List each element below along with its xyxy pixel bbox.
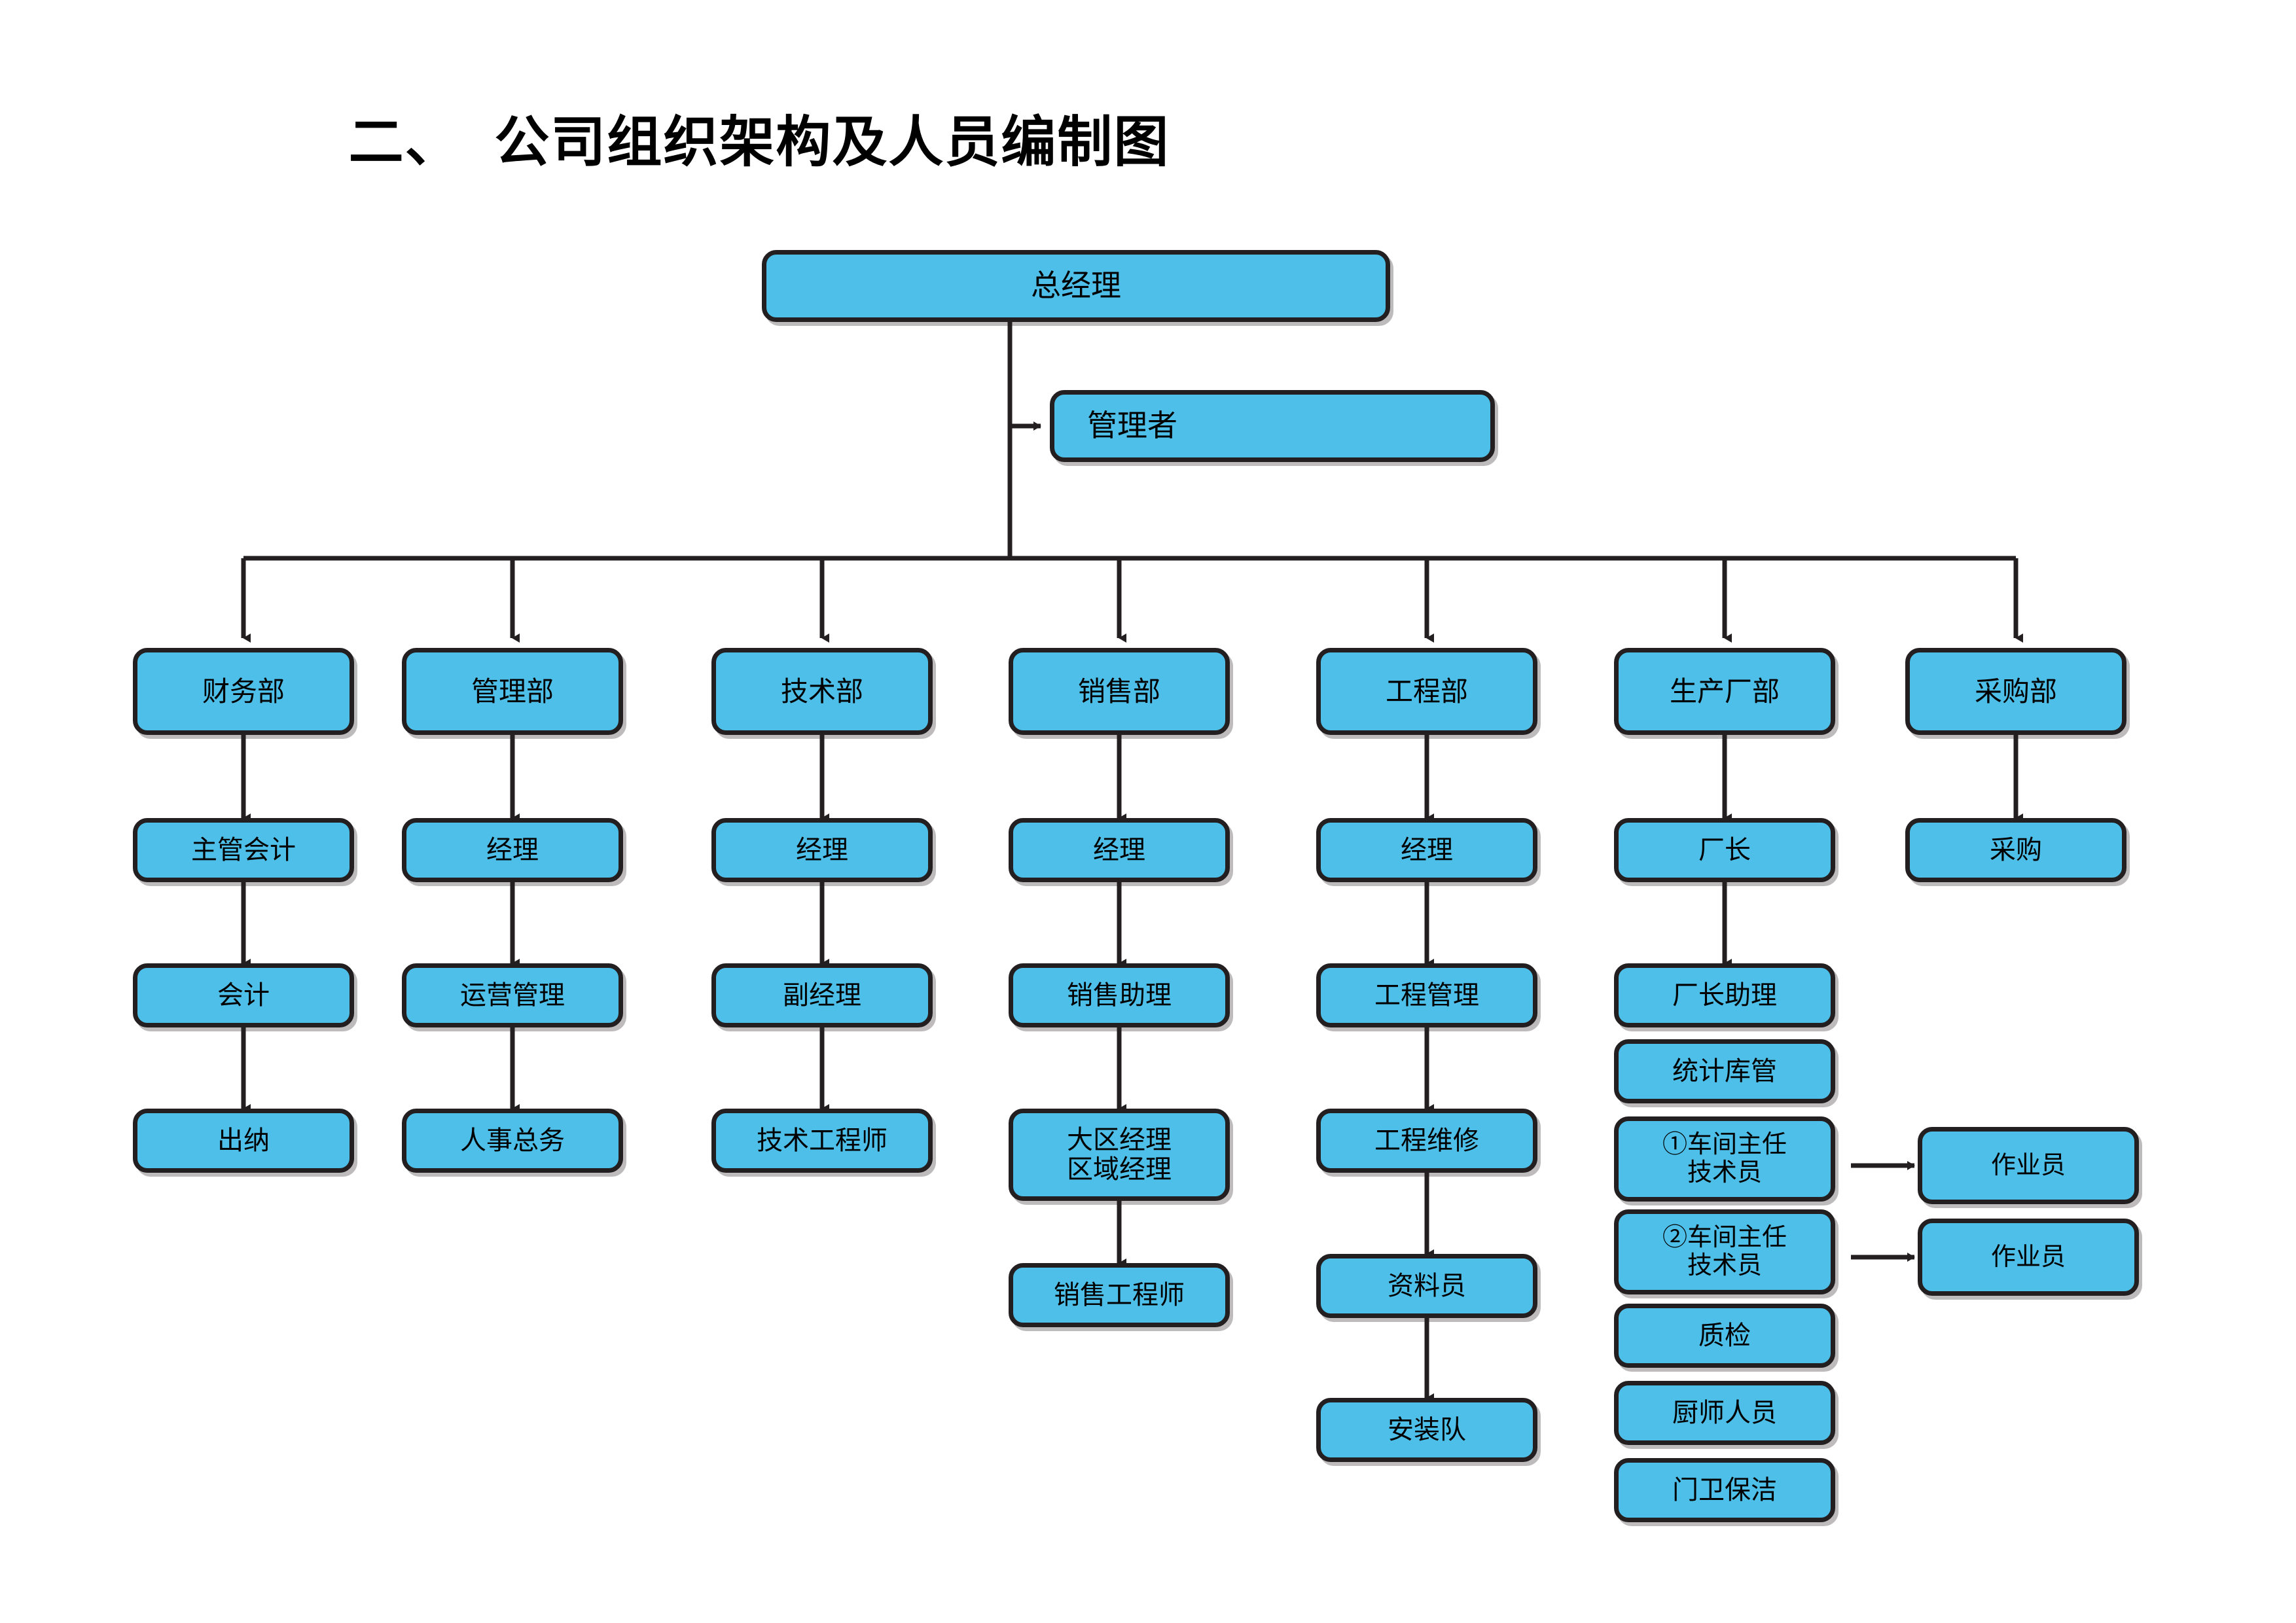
node-technical-deputy-manager[interactable]: 副经理 [711, 963, 933, 1027]
node-general-manager[interactable]: 总经理 [762, 250, 1390, 322]
node-manager[interactable]: 管理者 [1050, 390, 1495, 462]
node-procurement-buyer[interactable]: 采购 [1905, 818, 2126, 882]
node-production-workshop-director-2[interactable]: ②车间主任 技术员 [1614, 1209, 1835, 1294]
node-dept-management[interactable]: 管理部 [402, 648, 623, 735]
node-dept-sales[interactable]: 销售部 [1009, 648, 1230, 735]
node-production-quality-inspection[interactable]: 质检 [1614, 1304, 1835, 1368]
node-engineering-management[interactable]: 工程管理 [1316, 963, 1537, 1027]
node-production-security-cleaning[interactable]: 门卫保洁 [1614, 1458, 1835, 1522]
node-dept-finance[interactable]: 财务部 [133, 648, 354, 735]
node-engineering-maintenance[interactable]: 工程维修 [1316, 1109, 1537, 1173]
node-production-statistics-warehouse[interactable]: 统计库管 [1614, 1039, 1835, 1103]
node-sales-regional-manager[interactable]: 大区经理 区域经理 [1009, 1109, 1230, 1201]
node-dept-production[interactable]: 生产厂部 [1614, 648, 1835, 735]
node-dept-technical[interactable]: 技术部 [711, 648, 933, 735]
node-production-kitchen-staff[interactable]: 厨师人员 [1614, 1381, 1835, 1445]
node-management-operations[interactable]: 运营管理 [402, 963, 623, 1027]
node-sales-manager[interactable]: 经理 [1009, 818, 1230, 882]
node-dept-procurement[interactable]: 采购部 [1905, 648, 2126, 735]
node-technical-manager[interactable]: 经理 [711, 818, 933, 882]
node-engineering-installation-team[interactable]: 安装队 [1316, 1398, 1537, 1462]
node-finance-cashier[interactable]: 出纳 [133, 1109, 354, 1173]
page-title: 二、 公司组织架构及人员编制图 [348, 111, 1170, 173]
node-management-manager[interactable]: 经理 [402, 818, 623, 882]
node-production-workshop-director-1[interactable]: ①车间主任 技术员 [1614, 1116, 1835, 1202]
node-operator-1[interactable]: 作业员 [1918, 1127, 2139, 1204]
node-operator-2[interactable]: 作业员 [1918, 1219, 2139, 1296]
node-dept-engineering[interactable]: 工程部 [1316, 648, 1537, 735]
node-finance-chief-accountant[interactable]: 主管会计 [133, 818, 354, 882]
node-production-director-assistant[interactable]: 厂长助理 [1614, 963, 1835, 1027]
node-sales-assistant[interactable]: 销售助理 [1009, 963, 1230, 1027]
node-engineering-documentation[interactable]: 资料员 [1316, 1254, 1537, 1318]
node-finance-accountant[interactable]: 会计 [133, 963, 354, 1027]
node-technical-engineer[interactable]: 技术工程师 [711, 1109, 933, 1173]
node-engineering-manager[interactable]: 经理 [1316, 818, 1537, 882]
node-management-hr-admin[interactable]: 人事总务 [402, 1109, 623, 1173]
node-production-plant-director[interactable]: 厂长 [1614, 818, 1835, 882]
node-sales-engineer[interactable]: 销售工程师 [1009, 1263, 1230, 1327]
